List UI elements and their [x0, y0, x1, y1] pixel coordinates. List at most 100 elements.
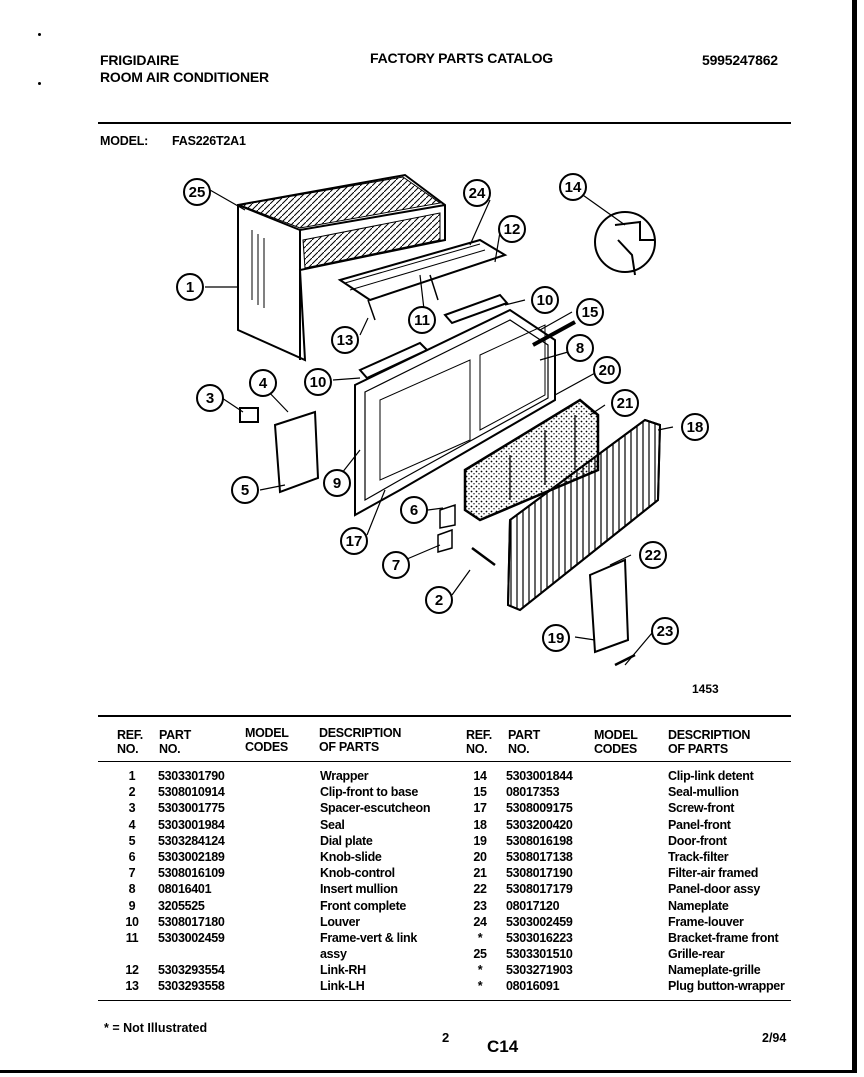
svg-text:7: 7	[392, 557, 400, 574]
table-cell: Door-front	[668, 833, 727, 848]
table-cell: 24	[473, 914, 487, 929]
table-cell: 5308009175	[506, 801, 573, 816]
footnote: * = Not Illustrated	[104, 1021, 208, 1035]
table-cell: 5303016223	[506, 930, 573, 945]
callout-10: 10	[531, 286, 559, 314]
svg-text:25: 25	[189, 184, 206, 201]
header-rule	[98, 122, 791, 124]
table-cell: 5308017179	[506, 882, 573, 897]
table-cell: 5303200420	[506, 817, 573, 832]
table-cell: 11	[125, 930, 139, 945]
callout-11: 11	[408, 306, 436, 334]
table-cell: Panel-door assy	[668, 882, 761, 897]
section-code: C14	[487, 1037, 519, 1056]
callout-3: 3	[196, 384, 224, 412]
table-cell	[117, 946, 147, 962]
table-cell: 5303284124	[158, 833, 225, 848]
svg-text:24: 24	[469, 185, 486, 202]
table-cell: Wrapper	[320, 769, 369, 783]
header-ref-no-right: REF. NO.	[466, 728, 492, 756]
callout-25: 25	[183, 178, 211, 206]
page-number: 2	[442, 1030, 450, 1045]
svg-text:5: 5	[241, 482, 249, 499]
table-cell: 5308010914	[158, 785, 225, 800]
table-cell: Insert mullion	[320, 882, 398, 897]
table-cell: 5303293554	[158, 963, 225, 978]
catalog-title: FACTORY PARTS CATALOG	[370, 50, 553, 66]
table-cell: 3205525	[158, 898, 205, 913]
table-cell: 6	[128, 849, 136, 864]
header-part-no-right: PART NO.	[508, 728, 540, 756]
callout-18: 18	[681, 413, 709, 441]
table-cell: 20	[473, 849, 487, 864]
table-cell: 5303293558	[158, 979, 225, 994]
svg-text:20: 20	[599, 362, 616, 379]
table-cell: Seal	[320, 817, 345, 832]
svg-text:10: 10	[537, 292, 554, 309]
table-cell: Clip-front to base	[320, 785, 419, 800]
svg-text:14: 14	[565, 179, 582, 196]
catalog-number: 5995247862	[702, 52, 778, 68]
product-name: ROOM AIR CONDITIONER	[100, 69, 269, 85]
table-cell: 17	[473, 801, 487, 816]
svg-text:22: 22	[645, 547, 662, 564]
table-cell: Knob-slide	[320, 849, 382, 864]
header-model-codes-right: MODEL CODES	[594, 728, 638, 756]
table-cell: Clip-link detent	[668, 769, 754, 783]
svg-text:17: 17	[346, 533, 363, 550]
svg-text:8: 8	[576, 340, 584, 357]
table-cell: 13	[125, 979, 139, 994]
scan-speck	[38, 82, 41, 85]
model-label: MODEL:	[100, 134, 149, 148]
callout-2: 2	[425, 586, 453, 614]
svg-text:6: 6	[410, 502, 418, 519]
table-cell: 1	[128, 769, 136, 783]
table-cell: 08017120	[506, 898, 560, 913]
table-cell	[158, 946, 225, 962]
table-cell: 4	[128, 817, 136, 832]
table-cell: Dial plate	[320, 833, 373, 848]
table-cell: Knob-control	[320, 866, 395, 881]
table-cell: Spacer-escutcheon	[320, 801, 431, 816]
table-cell: Link-LH	[320, 979, 365, 994]
callout-6: 6	[400, 496, 428, 524]
callout-10b: 10	[304, 368, 332, 396]
table-cell: 5303301790	[158, 769, 225, 783]
table-cell: 22	[473, 882, 487, 897]
revision-date: 2/94	[762, 1031, 787, 1045]
scan-speck	[38, 33, 41, 36]
callout-22: 22	[639, 541, 667, 569]
table-cell: Frame-vert & link	[320, 930, 418, 945]
svg-text:12: 12	[504, 221, 521, 238]
table-cell: 5303271903	[506, 963, 573, 978]
table-cell: 08016401	[158, 882, 212, 897]
figure-number: 1453	[692, 682, 719, 696]
table-cell: 5303002189	[158, 849, 225, 864]
table-cell: assy	[320, 947, 347, 962]
svg-text:11: 11	[414, 312, 430, 329]
table-cell: Panel-front	[668, 817, 731, 832]
svg-text:1: 1	[186, 279, 194, 296]
table-cell: Screw-front	[668, 801, 735, 816]
table-cell: Plug button-wrapper	[668, 979, 785, 994]
header-description-right: DESCRIPTION OF PARTS	[668, 728, 751, 756]
table-cell: 5303301510	[506, 947, 573, 962]
table-cell: 18	[473, 817, 487, 832]
table-cell: 5303002459	[506, 914, 573, 929]
table-cell: 5308017138	[506, 849, 573, 864]
svg-text:13: 13	[337, 332, 354, 349]
header-ref-no: REF. NO.	[117, 728, 143, 756]
header-model-codes: MODEL CODES	[245, 726, 289, 754]
table-cell: Louver	[320, 914, 360, 929]
table-cell: 5308016198	[506, 833, 573, 848]
table-cell: 5303002459	[158, 930, 225, 945]
table-cell: 5308016109	[158, 866, 225, 881]
table-cell: Grille-rear	[668, 947, 725, 962]
table-cell: 2	[128, 785, 136, 800]
callout-12: 12	[498, 215, 526, 243]
table-cell: 3	[128, 801, 136, 816]
